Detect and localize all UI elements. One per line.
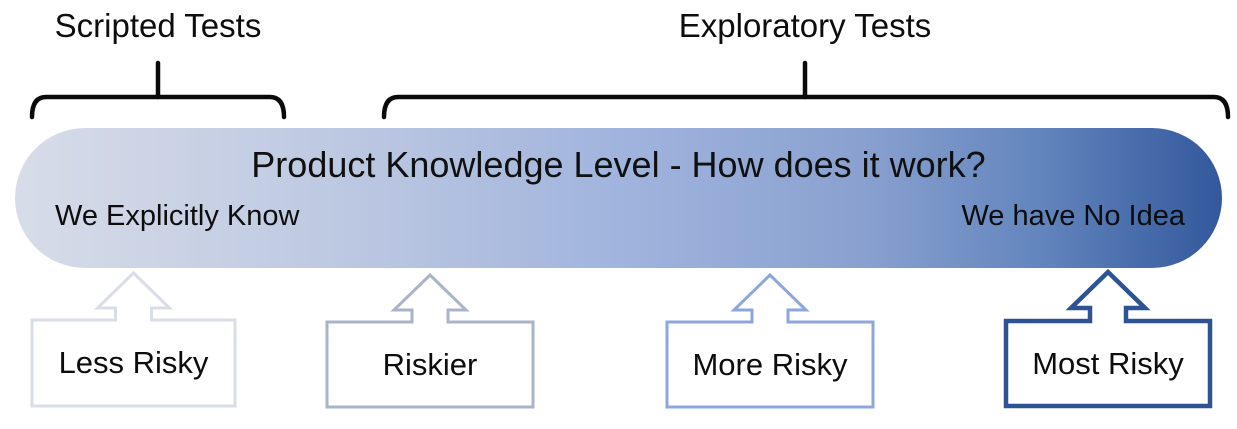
up-arrow-callout-shape bbox=[665, 272, 875, 409]
knowledge-gradient-bar: Product Knowledge Level - How does it wo… bbox=[15, 128, 1222, 268]
bar-title: Product Knowledge Level - How does it wo… bbox=[251, 144, 986, 185]
bar-left-endpoint-label: We Explicitly Know bbox=[55, 200, 300, 232]
scripted-tests-brace bbox=[29, 60, 287, 120]
callout-less-risky: Less Risky bbox=[26, 266, 244, 416]
up-arrow-callout-shape bbox=[30, 270, 237, 408]
risk-label: Riskier bbox=[382, 346, 478, 382]
up-arrow-callout-shape bbox=[325, 272, 535, 409]
callout-more-risky: More Risky bbox=[661, 266, 879, 416]
exploratory-tests-brace bbox=[381, 60, 1231, 120]
exploratory-tests-label: Exploratory Tests bbox=[678, 7, 932, 44]
risk-label: Most Risky bbox=[1032, 345, 1184, 381]
callout-riskier: Riskier bbox=[321, 266, 539, 416]
bar-right-endpoint-label: We have No Idea bbox=[961, 200, 1185, 232]
callout-most-risky: Most Risky bbox=[1000, 266, 1218, 416]
up-arrow-callout-shape bbox=[1003, 268, 1213, 409]
gradient-pill-shape bbox=[15, 128, 1222, 268]
scripted-tests-label: Scripted Tests bbox=[54, 7, 262, 44]
risk-label: More Risky bbox=[692, 346, 848, 382]
risk-label: Less Risky bbox=[58, 345, 209, 380]
